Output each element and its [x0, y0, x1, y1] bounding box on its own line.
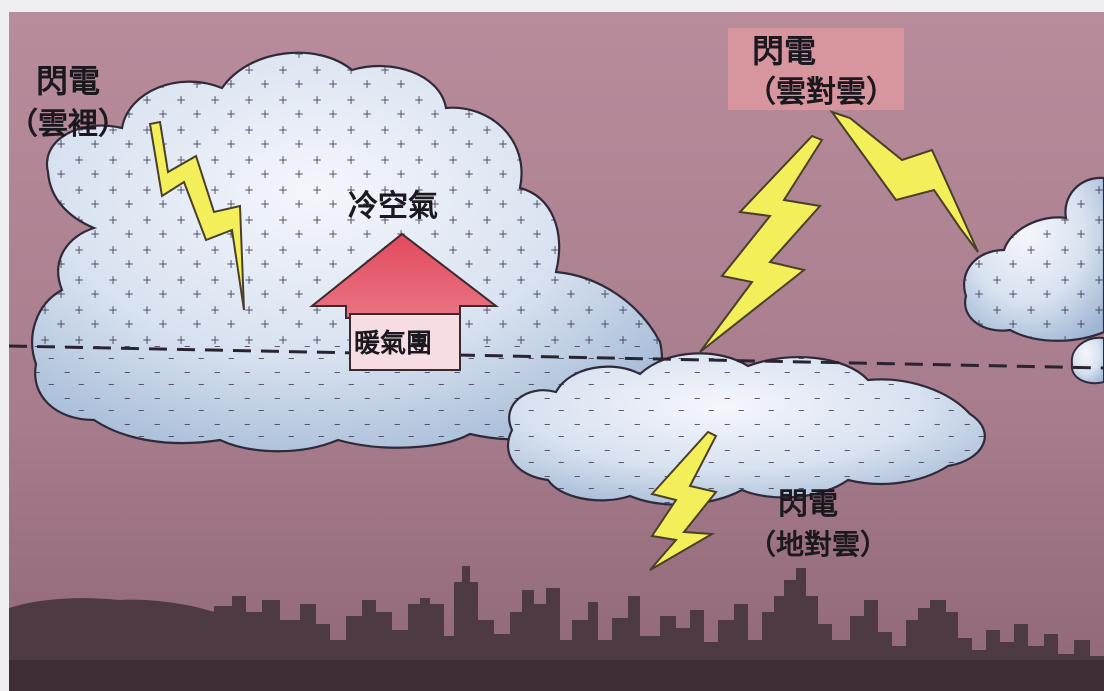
- label-cloud-to-cloud-subtitle: （雲對雲）: [746, 75, 896, 110]
- label-intra-cloud-title: 閃電: [36, 62, 100, 100]
- label-cold-air: 冷空氣: [348, 189, 438, 224]
- label-cloud-to-cloud-box: [728, 28, 904, 110]
- warm-air-arrow: [309, 232, 499, 371]
- label-cloud-to-ground: 閃電 （地對雲）: [748, 487, 888, 561]
- label-cloud-to-ground-title: 閃電: [778, 487, 838, 522]
- dashed-level-line: [8, 344, 1104, 370]
- label-cloud-to-cloud: 閃電 （雲對雲）: [728, 28, 904, 110]
- right-storm-cloud: [963, 176, 1104, 385]
- label-cloud-to-cloud-title: 閃電: [752, 32, 816, 70]
- label-intra-cloud: 閃電 （雲裡）: [8, 62, 128, 142]
- label-intra-cloud-subtitle: （雲裡）: [8, 107, 128, 142]
- label-cloud-to-ground-subtitle: （地對雲）: [748, 528, 888, 561]
- city-skyline: [9, 566, 1104, 691]
- lightning-bolt-cloud-to-cloud-right: [829, 110, 979, 253]
- lightning-bolt-cloud-to-ground: [649, 430, 718, 571]
- left-storm-cloud: [31, 51, 663, 453]
- lower-storm-cloud: [506, 352, 986, 506]
- label-warm-air: 暖氣團: [354, 328, 432, 359]
- lightning-bolt-cloud-to-cloud-left: [699, 134, 824, 353]
- lightning-bolt-intra-cloud: [148, 120, 245, 311]
